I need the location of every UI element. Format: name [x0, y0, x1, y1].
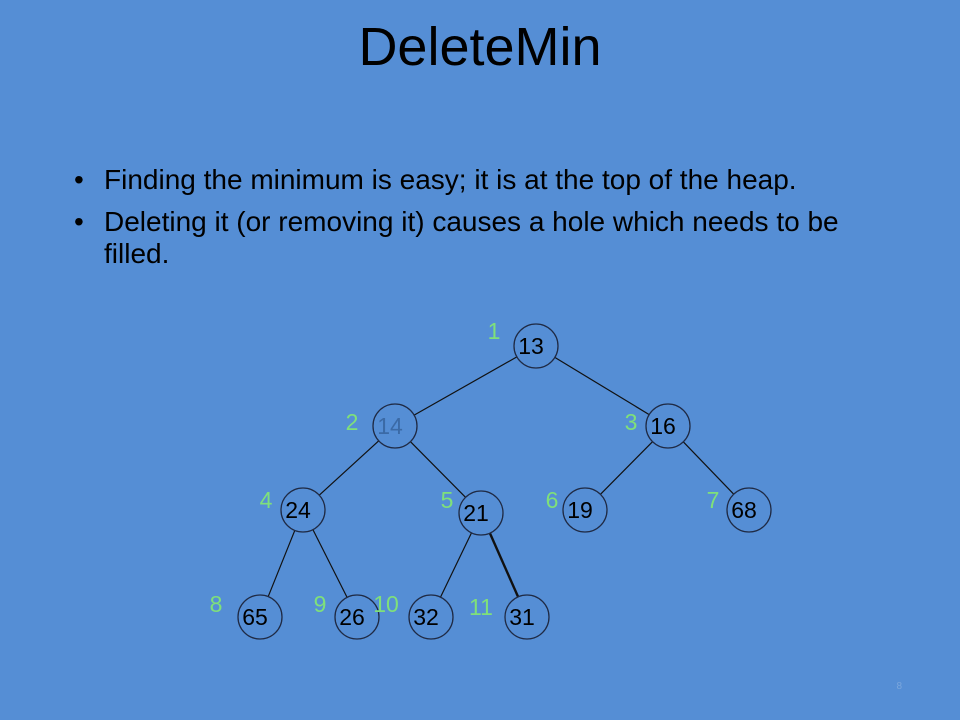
bullet-item: Finding the minimum is easy; it is at th…: [72, 164, 892, 196]
tree-edge: [318, 440, 380, 496]
heap-node-value: 68: [731, 497, 757, 523]
heap-index-label: 11: [469, 594, 493, 620]
heap-node-value: 24: [285, 497, 311, 523]
tree-edge: [488, 532, 520, 598]
tree-edge: [554, 356, 650, 416]
heap-node-value: 32: [413, 604, 439, 630]
tree-edge: [413, 356, 518, 416]
heap-index-label: 10: [373, 591, 399, 617]
heap-node-value: 31: [509, 604, 535, 630]
heap-index-label: 4: [260, 487, 273, 513]
heap-node-circle: [458, 490, 504, 536]
heap-node-value: 19: [567, 497, 593, 523]
heap-index-label: 9: [314, 591, 327, 617]
tree-edge: [312, 529, 348, 598]
slide-title: DeleteMin: [358, 17, 602, 77]
heap-index-label: 5: [441, 487, 454, 513]
page-number: 8: [896, 681, 902, 692]
tree-edge: [682, 441, 735, 495]
heap-index-label: 8: [210, 591, 223, 617]
heap-node-circle: [504, 594, 550, 640]
heap-index-label: 6: [546, 487, 559, 513]
tree-edge: [410, 441, 466, 498]
heap-node-circle: [334, 594, 380, 640]
tree-edge: [267, 530, 296, 597]
heap-node-circle: [645, 403, 691, 449]
heap-index-label: 7: [707, 487, 720, 513]
tree-edge: [600, 441, 653, 495]
heap-node-value: 21: [463, 500, 489, 526]
heap-node-value: 14: [377, 413, 403, 439]
heap-index-label: 1: [488, 318, 501, 344]
heap-node-value: 13: [518, 333, 544, 359]
bullet-list: Finding the minimum is easy; it is at th…: [72, 164, 892, 280]
heap-node-value: 26: [339, 604, 365, 630]
heap-node-circle: [280, 487, 326, 533]
heap-node-circle: [372, 403, 418, 449]
heap-index-label: 2: [346, 409, 359, 435]
heap-node-circle: [726, 487, 772, 533]
heap-node-circle: [513, 323, 559, 369]
heap-node-value: 16: [650, 413, 676, 439]
heap-node-value: 65: [242, 604, 268, 630]
heap-node-circle: [408, 594, 454, 640]
heap-index-label: 3: [625, 409, 638, 435]
heap-node-circle: [562, 487, 608, 533]
tree-edge: [439, 532, 473, 598]
heap-node-circle: [237, 594, 283, 640]
bullet-item: Deleting it (or removing it) causes a ho…: [72, 206, 892, 270]
